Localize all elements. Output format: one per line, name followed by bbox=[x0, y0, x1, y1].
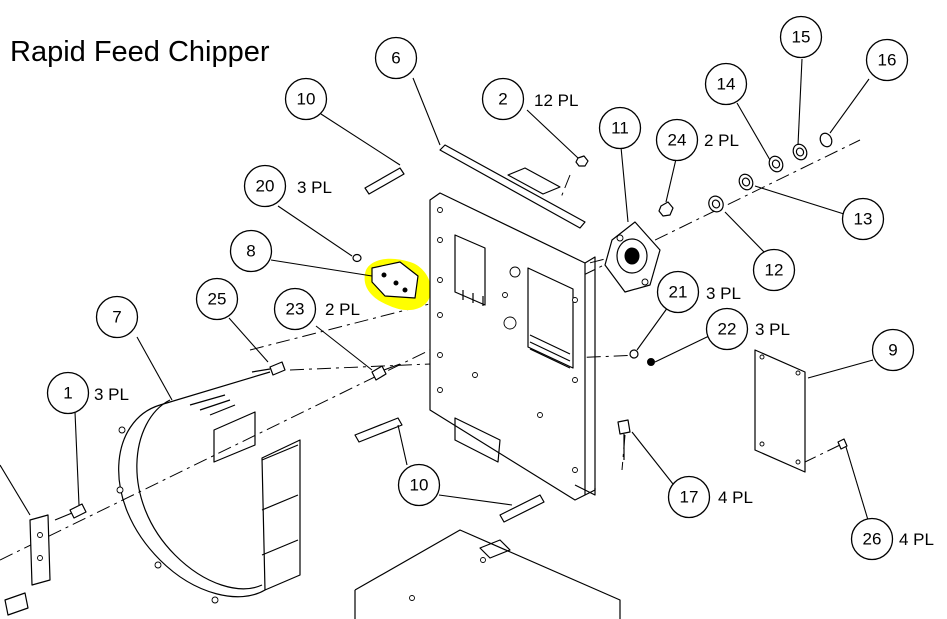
part-1-bolt-and-bracket bbox=[4, 503, 87, 616]
callout-23: 23 bbox=[273, 287, 317, 331]
callout-25-number: 25 bbox=[208, 290, 227, 309]
callout-10a-number: 10 bbox=[297, 90, 316, 109]
callout-7: 7 bbox=[95, 295, 139, 339]
part-10-pins bbox=[354, 167, 545, 523]
part-9-cover-plate bbox=[754, 349, 806, 473]
part-23-bolt bbox=[371, 363, 401, 381]
callout-11-number: 11 bbox=[611, 119, 629, 138]
callout-17: 17 bbox=[667, 475, 711, 519]
callout-2: 2 bbox=[481, 77, 525, 121]
qty-17: 4 PL bbox=[718, 488, 753, 507]
qty-21: 3 PL bbox=[706, 284, 741, 303]
qty-2: 12 PL bbox=[534, 91, 578, 110]
qty-22: 3 PL bbox=[755, 320, 790, 339]
callout-1-number: 1 bbox=[63, 384, 72, 403]
callout-24: 24 bbox=[655, 118, 699, 162]
callout-21-number: 21 bbox=[669, 283, 688, 302]
callout-25: 25 bbox=[195, 277, 239, 321]
callout-16-number: 16 bbox=[878, 51, 897, 70]
callout-6: 6 bbox=[374, 36, 418, 80]
callout-22: 22 bbox=[705, 307, 749, 351]
quantity-labels: 12 PL 3 PL 2 PL 3 PL 2 PL 3 PL 3 PL 4 PL… bbox=[94, 91, 934, 549]
callout-9-number: 9 bbox=[888, 341, 897, 360]
part-25-bolt bbox=[251, 361, 286, 376]
part-17-bolt bbox=[617, 419, 631, 460]
part-7-housing bbox=[116, 371, 301, 604]
callout-26-number: 26 bbox=[863, 530, 882, 549]
callout-13-number: 13 bbox=[854, 210, 873, 229]
callout-23-number: 23 bbox=[286, 300, 305, 319]
callout-10b: 10 bbox=[397, 463, 441, 507]
callout-26: 26 bbox=[850, 517, 894, 561]
part-21-washer bbox=[629, 349, 639, 359]
part-2-nut bbox=[575, 155, 589, 167]
part-8-bracket bbox=[371, 261, 419, 299]
part-24-nut bbox=[658, 201, 674, 217]
qty-26: 4 PL bbox=[899, 530, 934, 549]
callout-10a: 10 bbox=[284, 77, 328, 121]
callout-16: 16 bbox=[865, 38, 909, 82]
callout-11: 11 bbox=[598, 106, 642, 150]
callout-20: 20 bbox=[243, 164, 287, 208]
callout-20-number: 20 bbox=[256, 177, 275, 196]
callout-15: 15 bbox=[779, 15, 823, 59]
callout-2-number: 2 bbox=[498, 90, 507, 109]
callout-1: 1 bbox=[46, 371, 90, 415]
callout-9: 9 bbox=[871, 328, 915, 372]
diagram-title: Rapid Feed Chipper bbox=[10, 36, 270, 68]
qty-1: 3 PL bbox=[94, 385, 129, 404]
part-11-bearing bbox=[604, 221, 661, 293]
callout-8: 8 bbox=[229, 229, 273, 273]
qty-23: 2 PL bbox=[325, 300, 360, 319]
callout-17-number: 17 bbox=[680, 488, 699, 507]
callout-6-number: 6 bbox=[391, 49, 400, 68]
part-20-screw bbox=[352, 253, 362, 263]
callout-14-number: 14 bbox=[717, 75, 736, 94]
callout-13: 13 bbox=[841, 197, 885, 241]
base-frame bbox=[354, 529, 621, 619]
callout-12: 12 bbox=[752, 248, 796, 292]
washers-12-16 bbox=[708, 132, 833, 213]
callout-10b-number: 10 bbox=[410, 476, 429, 495]
leader-lines bbox=[0, 58, 874, 521]
callout-21: 21 bbox=[656, 270, 700, 314]
callout-8-number: 8 bbox=[246, 242, 255, 261]
callout-14: 14 bbox=[704, 62, 748, 106]
part-26-screw bbox=[837, 438, 848, 450]
callout-15-number: 15 bbox=[792, 28, 811, 47]
callout-12-number: 12 bbox=[765, 261, 784, 280]
callout-7-number: 7 bbox=[112, 308, 121, 327]
part-22-nut bbox=[647, 358, 655, 366]
qty-24: 2 PL bbox=[704, 131, 739, 150]
qty-20: 3 PL bbox=[297, 178, 332, 197]
callout-24-number: 24 bbox=[668, 131, 687, 150]
callout-22-number: 22 bbox=[718, 320, 737, 339]
part-6-main-plate bbox=[429, 144, 596, 501]
